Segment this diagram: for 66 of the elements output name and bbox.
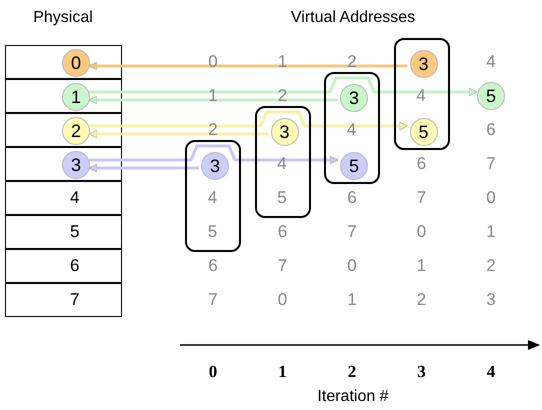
address-number: 6 (278, 222, 288, 242)
address-number: 0 (278, 290, 288, 310)
address-number: 1 (416, 256, 426, 276)
memory-cell (5, 113, 122, 147)
address-number: 7 (278, 256, 288, 276)
axis-tick-label: 3 (417, 362, 426, 382)
page-number-circle: 2 (62, 117, 90, 145)
window-outline (254, 106, 310, 218)
address-number: 1 (486, 222, 496, 242)
memory-cell: 4 (5, 181, 122, 215)
address-number: 1 (347, 290, 357, 310)
page-number-circle: 3 (410, 50, 438, 78)
address-number: 6 (416, 154, 426, 174)
page-number-circle: 0 (62, 49, 90, 77)
page-number-circle: 5 (410, 118, 438, 146)
address-number: 0 (347, 256, 357, 276)
address-number: 6 (208, 256, 218, 276)
page-number-circle: 5 (340, 152, 368, 180)
address-number: 7 (208, 290, 218, 310)
address-number: 5 (277, 188, 287, 208)
arrow (89, 144, 338, 164)
arrow (88, 130, 268, 138)
address-number: 7 (347, 222, 357, 242)
arrow (89, 110, 408, 130)
axis-tick-label: 1 (278, 362, 287, 382)
axis-tick-label: 4 (486, 362, 496, 382)
address-number: 5 (208, 222, 218, 242)
memory-cell: 6 (5, 249, 122, 283)
address-number: 7 (416, 188, 426, 208)
address-number: 3 (486, 290, 496, 310)
address-number: 7 (486, 154, 496, 174)
axis-tick-label: 2 (348, 362, 356, 382)
memory-cell: 7 (5, 283, 122, 317)
column-heading: Virtual Addresses (290, 9, 416, 27)
page-number-circle: 3 (340, 84, 368, 112)
arrow (88, 164, 199, 172)
column-heading: Physical (33, 9, 93, 27)
address-number: 4 (208, 188, 218, 208)
memory-cell (5, 45, 122, 79)
address-number: 0 (416, 222, 426, 242)
memory-cell (5, 79, 122, 113)
address-number: 2 (278, 86, 288, 106)
page-number-circle: 3 (62, 151, 90, 179)
address-number: 6 (347, 188, 357, 208)
page-number-circle: 5 (477, 82, 505, 110)
arrow (88, 96, 338, 104)
page-number-circle: 1 (62, 83, 90, 111)
arrow (89, 76, 478, 96)
address-number: 4 (277, 154, 287, 174)
address-number: 2 (416, 290, 426, 310)
memory-cell: 5 (5, 215, 122, 249)
address-number: 4 (416, 86, 426, 106)
window-outline (324, 72, 380, 184)
address-number: 1 (208, 86, 218, 106)
axis-tick-label: 0 (208, 362, 218, 382)
address-number: 4 (486, 52, 496, 72)
address-number: 2 (486, 256, 496, 276)
window-outline (185, 140, 241, 252)
window-outline (394, 38, 450, 150)
memory-cell (5, 147, 122, 181)
address-number: 6 (486, 120, 496, 140)
address-number: 0 (486, 188, 496, 208)
arrow (88, 62, 408, 70)
page-number-circle: 3 (270, 118, 298, 146)
axis-title: Iteration # (317, 388, 389, 406)
page-number-circle: 3 (201, 152, 229, 180)
